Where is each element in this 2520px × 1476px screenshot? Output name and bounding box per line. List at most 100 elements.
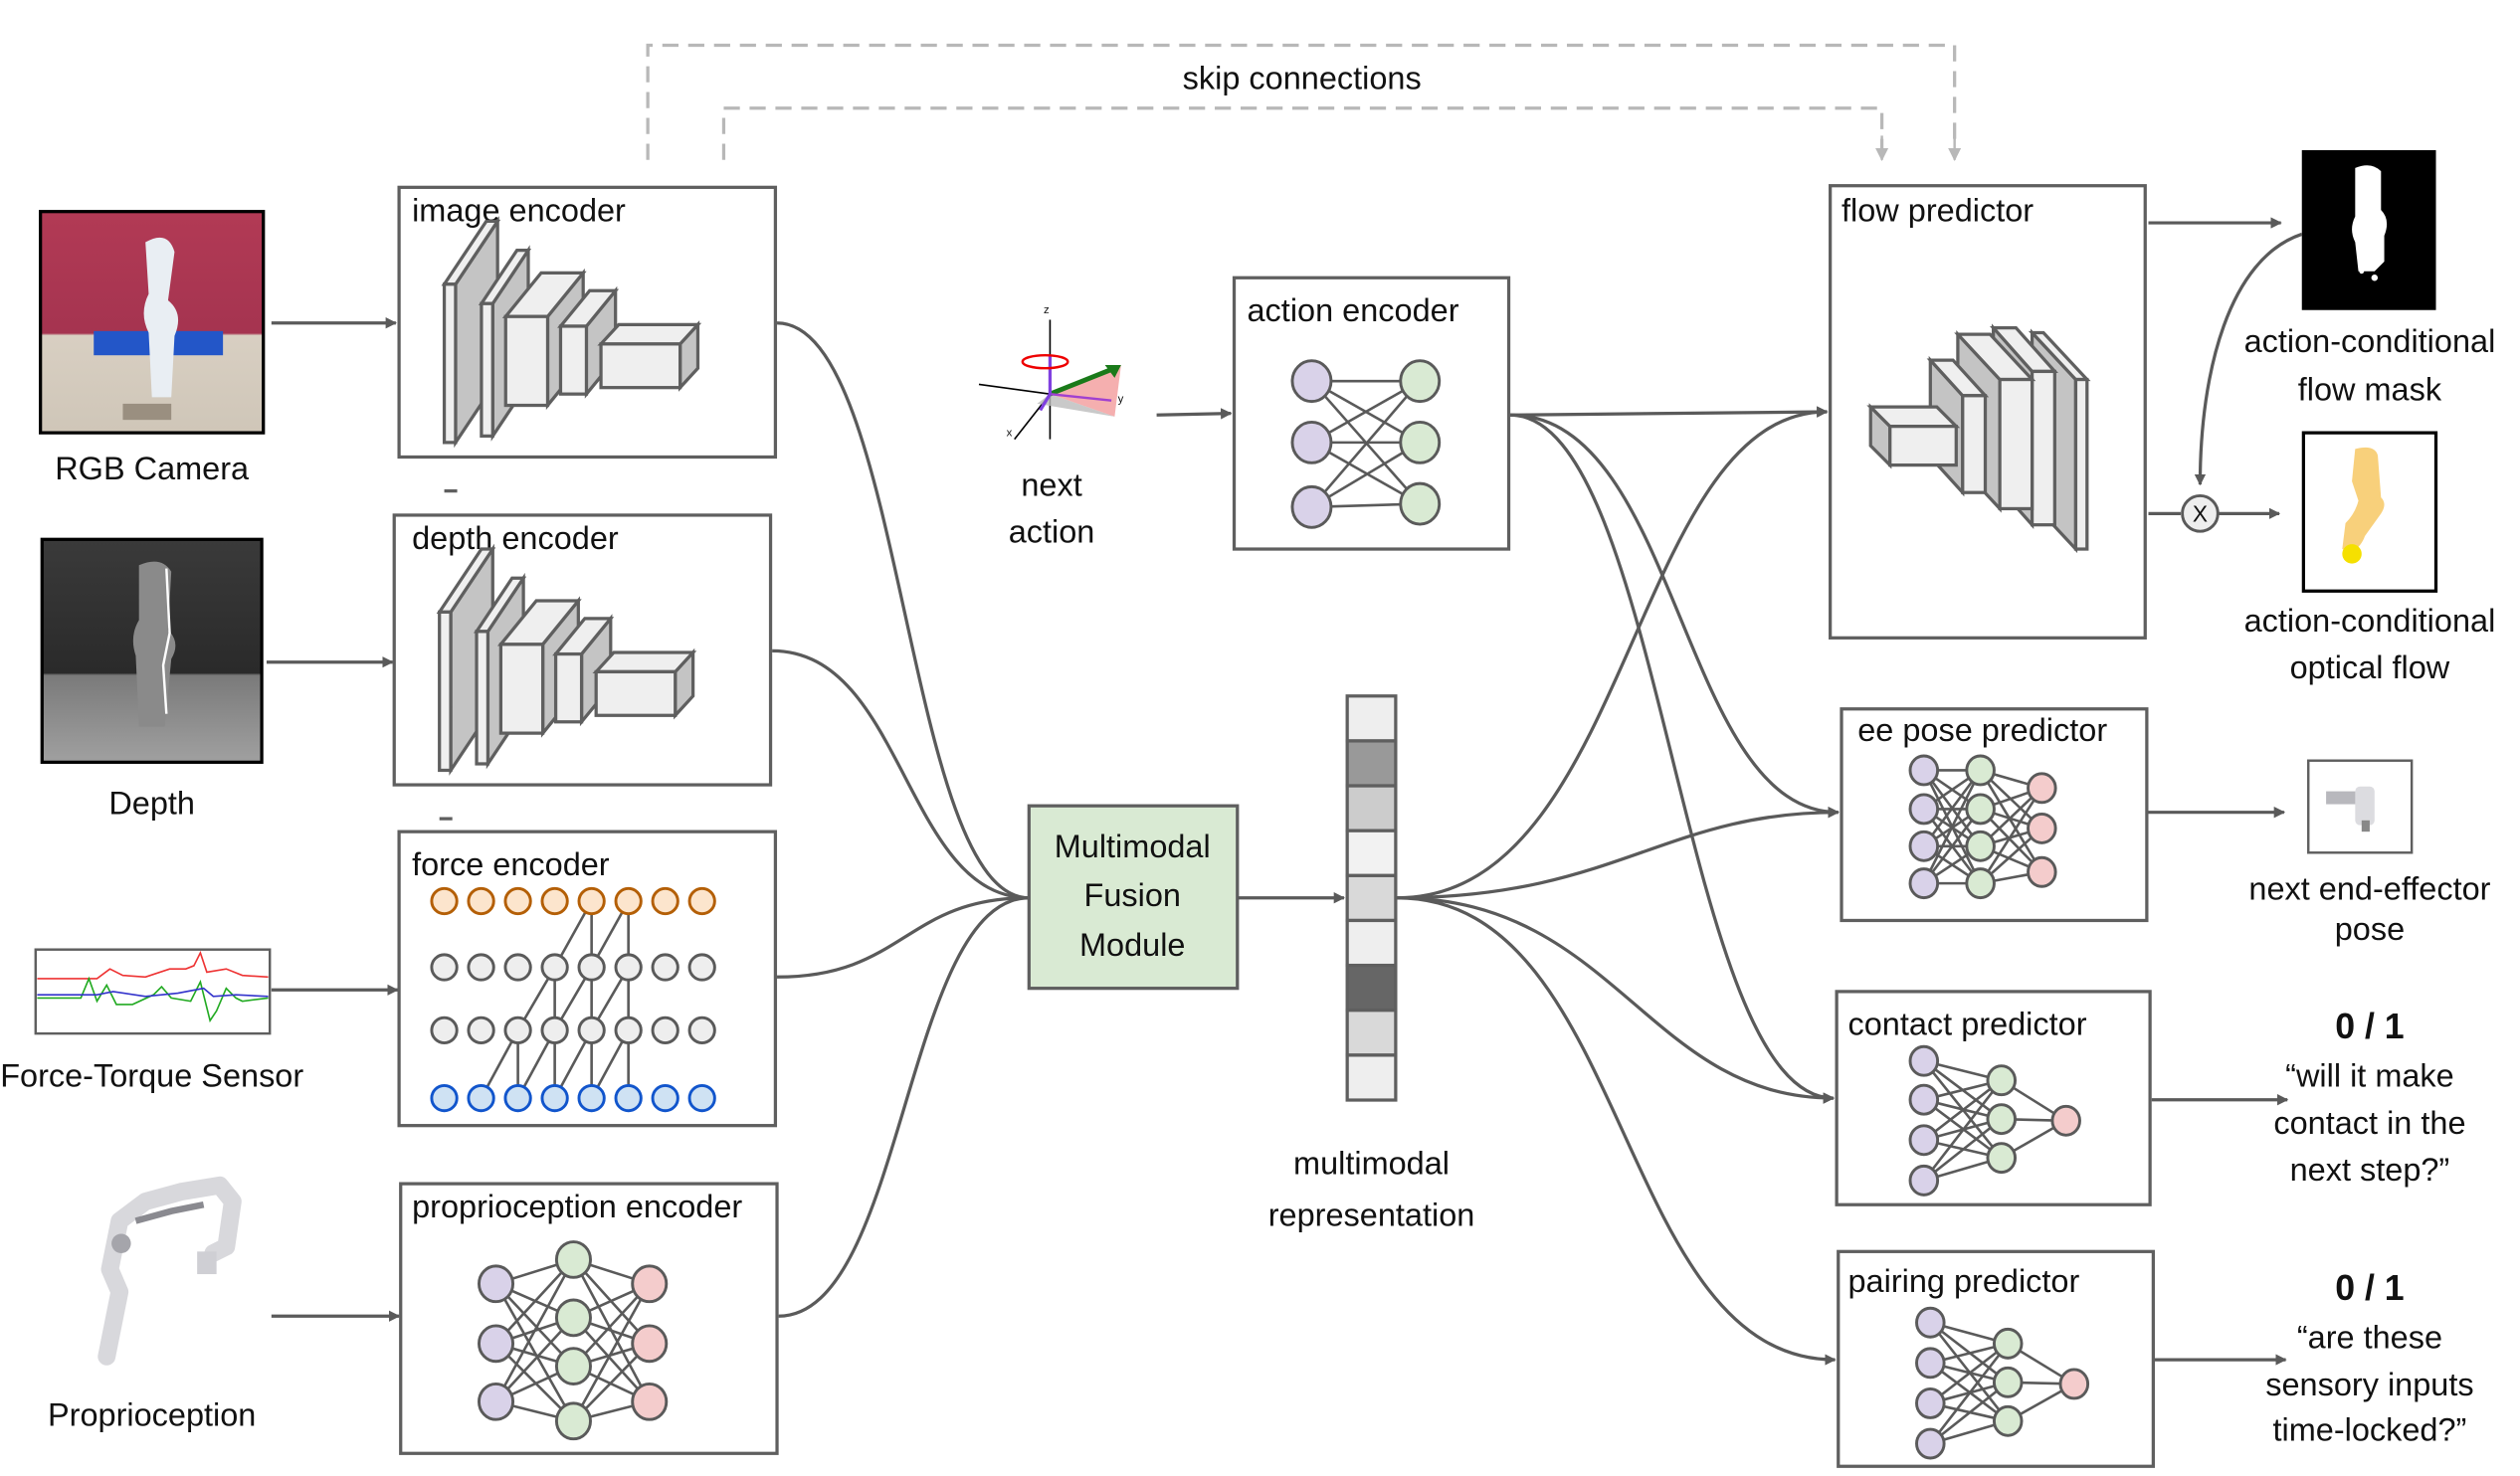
network-edge [1923, 1079, 2003, 1142]
input-node [1908, 830, 1940, 862]
network-edge [494, 1317, 575, 1403]
ee-pose-label-line1: next end-effector [2248, 870, 2490, 906]
output-node [2027, 855, 2057, 888]
contact-predictor-label: contact predictor [1848, 1007, 2087, 1042]
input-node [478, 1264, 515, 1304]
hidden-node [1965, 754, 1996, 787]
representation-cell [1345, 1009, 1398, 1057]
network-edge [1979, 787, 2043, 884]
mlp-network-icon [1290, 359, 1442, 529]
optical-flow-label-line2: optical flow [2290, 649, 2450, 685]
output-node [503, 886, 532, 916]
output-node [430, 886, 459, 916]
axis-z-label: z [1044, 304, 1050, 316]
ee-pose-predictor: ee pose predictor [1840, 707, 2149, 923]
hidden-node [430, 1015, 459, 1045]
image-encoder: image encoder [397, 185, 778, 493]
layer-front-face [558, 324, 589, 396]
representation-label-line2: representation [1268, 1197, 1475, 1232]
flow-mask-output: action-conditional flow mask [2244, 149, 2495, 408]
output-node [631, 1264, 669, 1304]
hidden-node [503, 1015, 532, 1045]
next-action-label-line2: action [1009, 514, 1095, 550]
layer-front-face [1961, 394, 1988, 494]
causal-convolution-icon [430, 886, 716, 1113]
axis-x-label: x [1007, 427, 1013, 439]
optical-flow-label-line1: action-conditional [2244, 603, 2496, 639]
output-node [687, 886, 716, 916]
layer-front-face [1998, 377, 2035, 511]
multimodal-representation: multimodal representation [1268, 694, 1475, 1232]
multiply-operator: X [2181, 493, 2220, 533]
output-node [2027, 812, 2057, 844]
input-node [1908, 793, 1940, 826]
input-node [1908, 1083, 1940, 1116]
depth-encoder: depth encoder [392, 513, 773, 821]
output-node [631, 1382, 669, 1421]
curve-depth-to-fusion [772, 648, 1030, 900]
action-encoder: action encoder [1232, 276, 1511, 551]
layer-front-face [480, 301, 494, 439]
output-node [651, 886, 679, 916]
robot-arm-image [97, 1176, 242, 1366]
hidden-node [1986, 1103, 2018, 1136]
contact-output: 0 / 1 “will it make contact in the next … [2273, 1007, 2465, 1188]
layer-front-face [503, 314, 550, 408]
input-node [1290, 484, 1333, 529]
curve-action-to-contact-predictor [1510, 413, 1836, 1104]
next-action: z y x next action [978, 304, 1124, 550]
decoder-layer-5 [1866, 403, 1961, 469]
input-force-torque: Force-Torque Sensor [0, 948, 303, 1094]
input-node [1908, 754, 1940, 787]
hidden-node [1986, 1142, 2018, 1175]
layer-front-face [475, 630, 490, 766]
network-edge [1929, 1343, 2010, 1445]
input-depth: Depth [40, 537, 264, 821]
representation-cell [1345, 1053, 1398, 1102]
mlp-network-icon [478, 1240, 669, 1441]
ee-pose-label-line2: pose [2335, 911, 2405, 947]
output-node [467, 886, 495, 916]
hidden-node [577, 953, 606, 982]
hidden-node [577, 1015, 606, 1045]
next-action-label-line1: next [1021, 466, 1081, 502]
input-node [540, 1083, 569, 1113]
layer-top-face [597, 322, 702, 346]
input-proprioception: Proprioception [48, 1176, 256, 1433]
cnn-layer-5 [597, 320, 702, 392]
hidden-node [1992, 1327, 2024, 1360]
curve-force-to-fusion [777, 896, 1030, 979]
representation-cell [1345, 873, 1398, 923]
input-node [478, 1382, 515, 1421]
network-edge [494, 1258, 575, 1345]
proprioception-encoder: proprioception encoder [399, 1182, 779, 1455]
hidden-node [1965, 793, 1996, 826]
mlp-network-icon [1908, 1044, 2081, 1197]
network-edge [1979, 769, 2043, 873]
skip-connections-label: skip connections [1183, 60, 1422, 95]
input-node [430, 1083, 459, 1113]
input-node [1915, 1347, 1946, 1380]
hidden-node [1965, 867, 1996, 900]
mlp-network-icon [1915, 1306, 2090, 1460]
hidden-node [614, 1015, 643, 1045]
representation-cell [1345, 918, 1398, 968]
axis-y-label: y [1118, 393, 1124, 405]
layer-front-face [2073, 377, 2089, 551]
skip-connections: skip connections [646, 43, 1962, 162]
force-encoder-label: force encoder [412, 846, 610, 882]
network-edge [1929, 1342, 2010, 1404]
depth-image [40, 537, 264, 764]
pairing-predictor-label: pairing predictor [1848, 1263, 2080, 1299]
contact-binary-value: 0 / 1 [2335, 1007, 2404, 1046]
input-node [1915, 1427, 1946, 1460]
input-node [1908, 1044, 1940, 1077]
output-node [2050, 1104, 2081, 1137]
representation-cell [1345, 739, 1398, 788]
multiply-symbol: X [2193, 500, 2208, 526]
flow-mask-label-line2: flow mask [2298, 372, 2442, 408]
hidden-node [554, 1240, 592, 1279]
contact-question-line1: “will it make [2285, 1058, 2454, 1094]
network-edge [572, 1317, 651, 1403]
hidden-node [1992, 1366, 2024, 1398]
